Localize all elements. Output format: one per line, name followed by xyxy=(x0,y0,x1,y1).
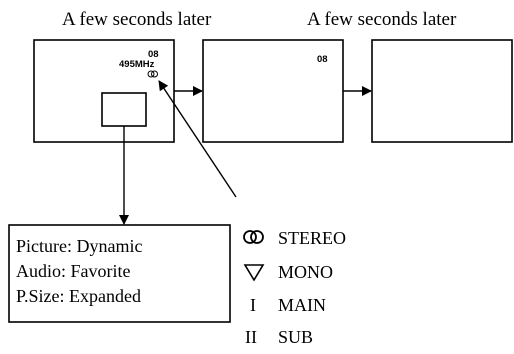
arrow-legend-to-audio-mark xyxy=(158,80,237,198)
info-window xyxy=(101,92,147,127)
info-panel-psize: P.Size: Expanded xyxy=(16,286,141,306)
legend-label-mono: MONO xyxy=(278,262,333,282)
legend-label-stereo: STEREO xyxy=(278,228,346,248)
legend-sub: II SUB xyxy=(245,327,313,347)
info-panel xyxy=(8,224,231,323)
legend-icon-sub: II xyxy=(245,327,257,347)
screen-1-frequency: 495MHz xyxy=(119,59,155,70)
stereo-icon xyxy=(243,230,264,244)
legend-main: I MAIN xyxy=(250,295,326,315)
mono-triangle-icon xyxy=(243,264,265,282)
legend-mono: MONO xyxy=(243,262,333,282)
info-panel-audio: Audio: Favorite xyxy=(16,261,131,281)
screen-2 xyxy=(202,39,344,143)
legend-icon-main: I xyxy=(250,295,256,315)
legend-label-main: MAIN xyxy=(278,295,326,315)
screen-2-channel: 08 xyxy=(317,54,328,65)
screen-3 xyxy=(371,39,513,143)
screen-1-channel: 08 xyxy=(148,49,159,60)
stereo-icon xyxy=(147,70,158,78)
caption-later-2: A few seconds later xyxy=(307,9,457,30)
legend-stereo: STEREO xyxy=(243,228,346,248)
caption-later-1: A few seconds later xyxy=(62,9,212,30)
info-panel-picture: Picture: Dynamic xyxy=(16,236,142,256)
legend-label-sub: SUB xyxy=(278,327,313,347)
